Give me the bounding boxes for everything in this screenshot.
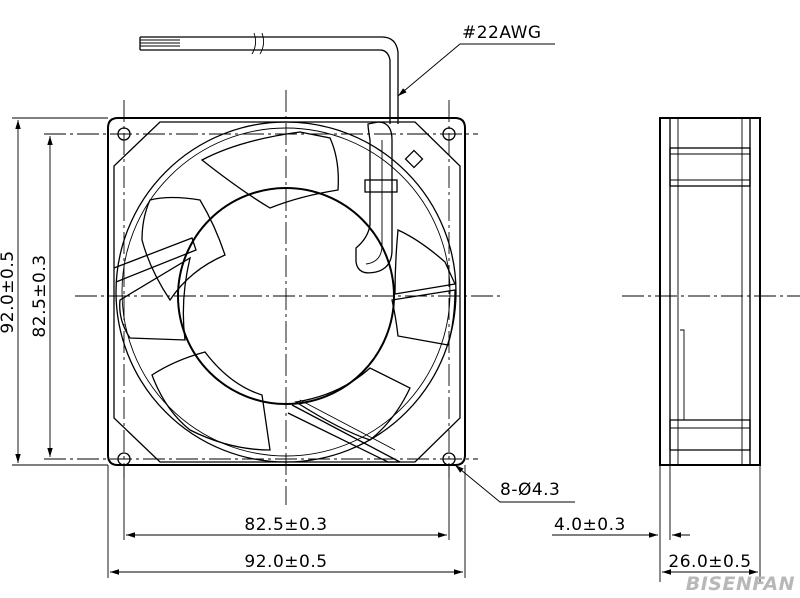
fan-blades [119, 131, 456, 451]
brand-logo: BISENFAN [686, 573, 795, 595]
blade-5 [294, 367, 411, 441]
wire-clip [364, 179, 398, 193]
blade-1 [200, 131, 339, 209]
blade-7 [394, 229, 456, 295]
wire-ends [140, 39, 180, 47]
label-width-holes: 82.5±0.3 [244, 515, 327, 535]
rotation-mark [404, 149, 424, 169]
wire-break [251, 32, 265, 55]
wire-channel-inner [365, 140, 383, 265]
leader-holes [454, 464, 575, 503]
frame-inner-octagon [113, 121, 461, 463]
side-body [659, 117, 761, 466]
wire-leads [140, 36, 399, 124]
front-view [44, 32, 500, 505]
label-wire: #22AWG [462, 23, 542, 43]
leader-wire [397, 43, 555, 97]
blade-2 [141, 196, 226, 302]
spoke-bottom-2 [299, 399, 396, 451]
blade-3 [119, 256, 191, 341]
side-rim [669, 147, 751, 187]
label-height-overall: 92.0±0.5 [0, 250, 18, 333]
spoke-left [113, 237, 197, 283]
label-depth: 26.0±0.5 [668, 552, 751, 572]
label-holes: 8-Ø4.3 [500, 480, 560, 500]
label-width-overall: 92.0±0.5 [244, 552, 327, 572]
label-flange: 4.0±0.3 [554, 515, 626, 535]
dimensions: 92.0±0.5 82.5±0.3 82.5±0.3 92.0±0.5 #22A… [0, 23, 575, 578]
label-height-holes: 82.5±0.3 [30, 254, 50, 337]
blade-6 [391, 289, 456, 346]
blade-4 [151, 351, 271, 451]
wire-channel [355, 121, 393, 274]
side-spoke [680, 329, 685, 421]
side-hub-lower [669, 419, 751, 451]
side-view: 4.0±0.3 26.0±0.5 [552, 117, 800, 582]
spoke-bottom [287, 404, 401, 463]
